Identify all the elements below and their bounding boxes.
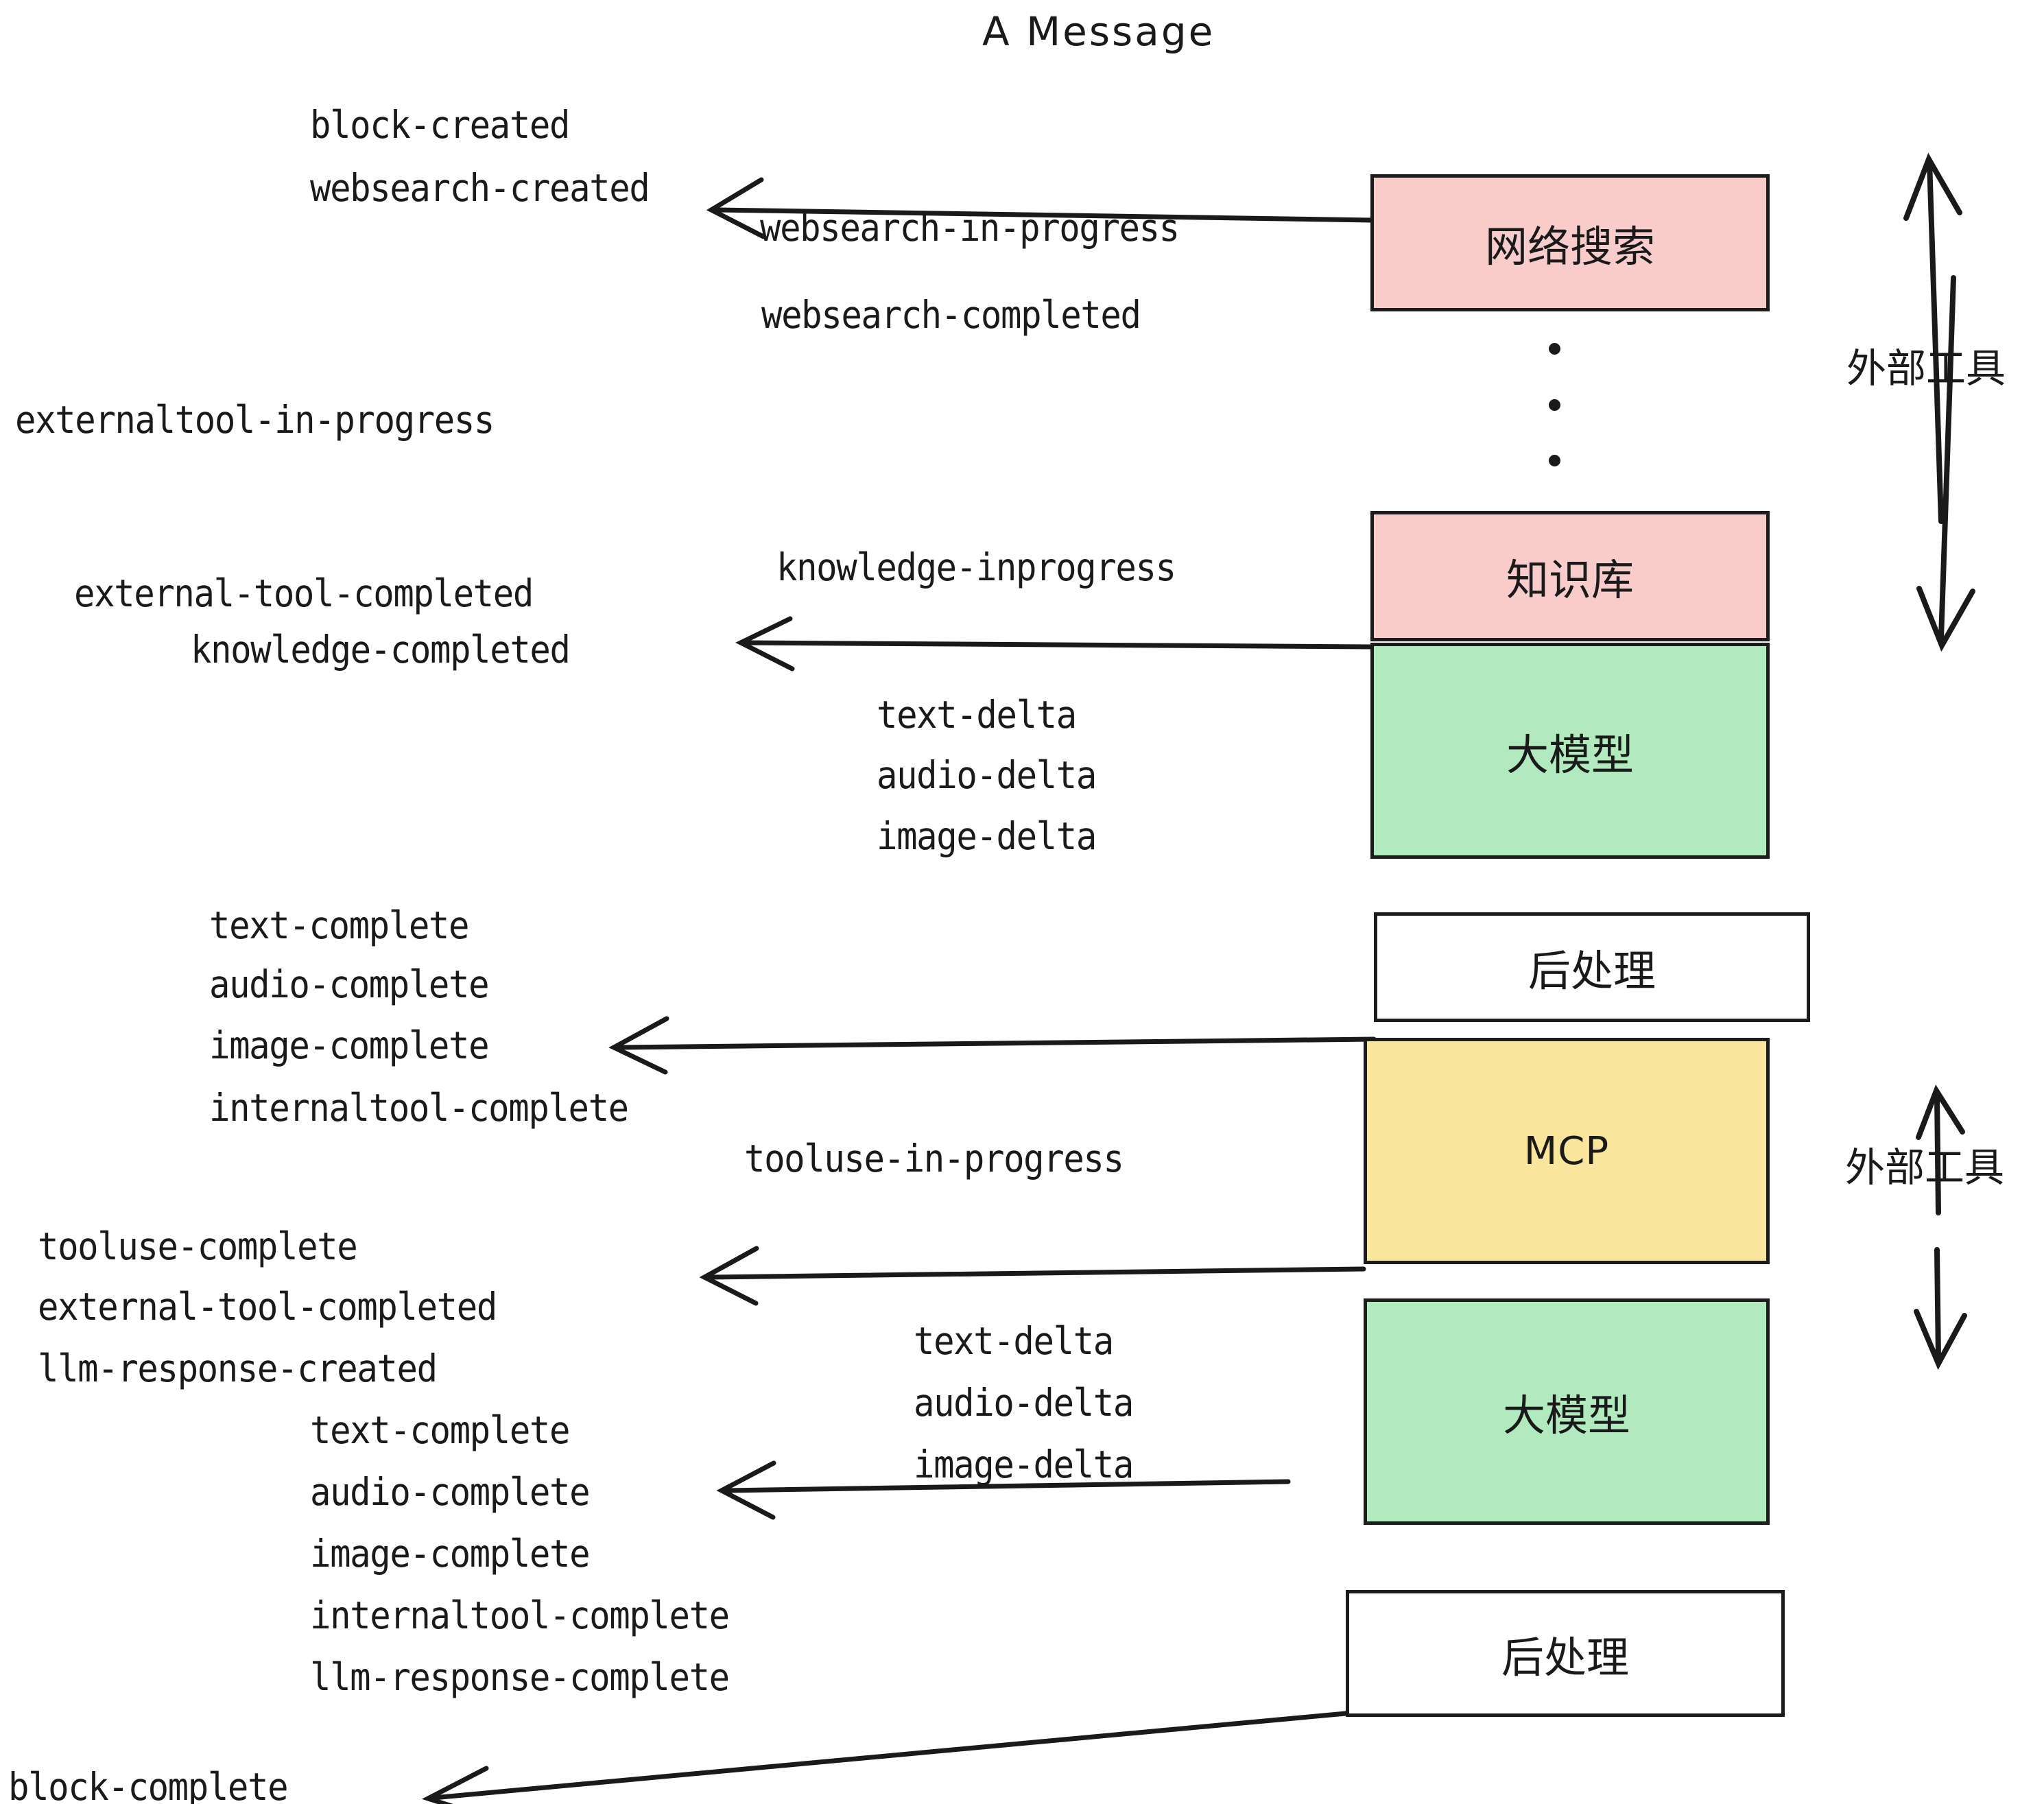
- external-tools-label-bottom: 外部工具: [1845, 1144, 2005, 1191]
- event-internaltool-complete-1: internaltool-complete: [209, 1086, 629, 1130]
- node-label: 后处理: [1528, 946, 1656, 996]
- event-text-complete-1: text-complete: [209, 903, 469, 947]
- external-tools-arrow-bottom: [1914, 1084, 1967, 1370]
- external-tools-arrow-top: [1903, 152, 1975, 652]
- page-title: A Message: [982, 8, 1215, 55]
- node-websearch[interactable]: 网络搜索: [1370, 174, 1770, 311]
- event-external-tool-completed-1: external-tool-completed: [74, 571, 534, 615]
- node-label: MCP: [1523, 1128, 1610, 1174]
- dot: [1548, 399, 1560, 411]
- arrow-block-complete: [431, 1711, 1348, 1801]
- dot: [1548, 455, 1560, 466]
- event-audio-complete-1: audio-complete: [209, 962, 490, 1006]
- node-label: 后处理: [1501, 1632, 1629, 1683]
- event-internaltool-complete-2: internaltool-complete: [310, 1593, 730, 1637]
- dot: [1548, 343, 1560, 355]
- event-llm-response-created: llm-response-created: [38, 1346, 438, 1390]
- event-audio-complete-2: audio-complete: [310, 1470, 591, 1514]
- event-image-complete-2: image-complete: [310, 1532, 591, 1576]
- node-knowledge-base[interactable]: 知识库: [1370, 511, 1770, 641]
- node-label: 大模型: [1506, 729, 1634, 780]
- event-text-delta-2: text-delta: [914, 1319, 1114, 1363]
- arrow-image-complete: [617, 1036, 1377, 1050]
- event-text-complete-2: text-complete: [310, 1408, 570, 1452]
- event-externaltool-in-progress: externaltool-in-progress: [15, 398, 495, 442]
- node-llm-second[interactable]: 大模型: [1364, 1298, 1770, 1525]
- node-mcp[interactable]: MCP: [1364, 1038, 1770, 1264]
- event-image-delta-2: image-delta: [914, 1443, 1134, 1486]
- event-audio-delta-1: audio-delta: [877, 753, 1097, 797]
- event-tooluse-complete: tooluse-complete: [38, 1224, 358, 1268]
- node-label: 大模型: [1502, 1390, 1630, 1440]
- event-websearch-created: websearch-created: [310, 166, 650, 210]
- node-postprocess-second[interactable]: 后处理: [1346, 1590, 1785, 1717]
- node-llm-first[interactable]: 大模型: [1370, 643, 1770, 859]
- event-image-complete-1: image-complete: [209, 1023, 490, 1067]
- event-external-tool-completed-2: external-tool-completed: [38, 1285, 497, 1329]
- event-block-created: block-created: [310, 103, 570, 147]
- external-tools-label-top: 外部工具: [1846, 345, 2006, 392]
- ellipsis-dots: [1547, 343, 1561, 466]
- event-image-delta-1: image-delta: [877, 814, 1097, 858]
- node-postprocess-first[interactable]: 后处理: [1374, 912, 1810, 1022]
- node-label: 知识库: [1506, 555, 1634, 605]
- arrow-knowledge-completed: [744, 640, 1375, 650]
- event-tooluse-in-progress: tooluse-in-progress: [744, 1137, 1124, 1180]
- event-knowledge-inprogress: knowledge-inprogress: [776, 545, 1176, 589]
- arrow-tooluse-complete: [707, 1266, 1366, 1280]
- event-llm-response-complete: llm-response-complete: [310, 1655, 730, 1699]
- event-knowledge-completed: knowledge-completed: [191, 628, 571, 672]
- event-websearch-in-progress: websearch-in-progress: [760, 206, 1180, 250]
- event-websearch-completed: websearch-completed: [761, 293, 1141, 337]
- event-block-complete: block-complete: [8, 1765, 289, 1804]
- event-text-delta-1: text-delta: [877, 693, 1077, 737]
- event-audio-delta-2: audio-delta: [914, 1381, 1134, 1425]
- node-label: 网络搜索: [1484, 222, 1655, 272]
